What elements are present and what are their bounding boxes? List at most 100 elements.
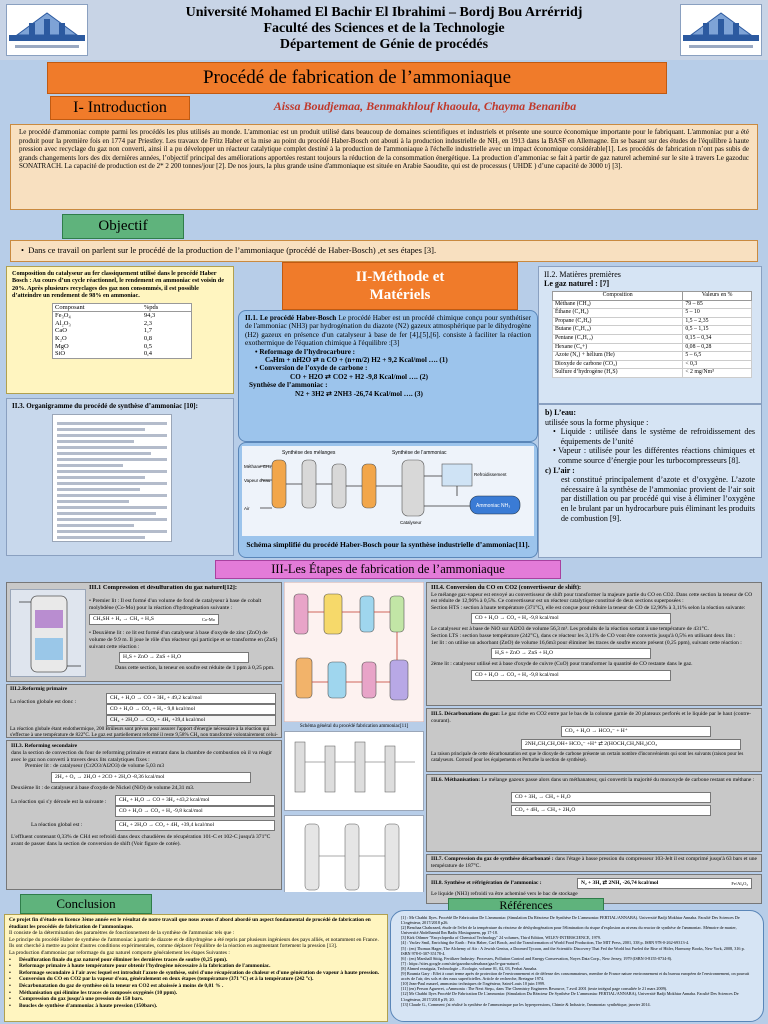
list-item: [12] Mr Chabbi Ilyes Procédé De Fabricat…: [401, 991, 739, 1002]
poster-title: Procédé de fabrication de l’ammoniaque: [202, 67, 512, 88]
desulfuration-figure: [10, 589, 86, 677]
conclusion-intro: Ce projet fin d'étude en licence 3ème an…: [9, 917, 371, 930]
list-item: [7] : https://sites.google.com/site/gazo…: [401, 960, 520, 966]
procede-heading: II.1. Le procédé Haber-Bosch: [245, 314, 337, 322]
iii3-side-label: La réaction qui s'y déroule est la suiva…: [11, 798, 107, 805]
intro-text: Le procédé d'ammoniac compte parmi les p…: [19, 128, 749, 171]
list-item: [10] Jean-Paul maurel, ammoniac techniqu…: [401, 981, 545, 987]
iii5-reaction-2: 2NH₂CH₂CH₂OH+ HCO₃⁻ +H⁺ ⇄ 2(HOCH₂CH₂NH₂)…: [521, 739, 741, 751]
reactor-icon: [323, 593, 343, 635]
table-row: Méthane (CH₄)79 – 85: [551, 299, 752, 310]
iii2-text: La réaction globale étant endothermique,…: [10, 725, 278, 738]
intro-heading: I- Introduction: [73, 99, 167, 116]
synthese-label: Synthèse de l’ammoniac :: [249, 381, 328, 390]
reactor-figure: [284, 815, 424, 892]
iii1-equation-b: H₂S + ZnO → ZnS + H₂O: [119, 652, 249, 664]
eau-heading: b) L’eau:: [545, 408, 577, 417]
iii2-global-label: La réaction globale est donc :: [10, 698, 77, 705]
iii1-heading: III.1 Compression et désulfuration du ga…: [89, 585, 237, 591]
reactor-icon: [331, 463, 347, 509]
reactor-icon: [327, 661, 347, 699]
haber-bosch-diagram-caption: Schéma simplifié du procédé Haber-Bosch …: [246, 540, 530, 549]
list-item: [5] : (en) Thomas Hager, The Alchemy of …: [401, 945, 745, 956]
faculty-name: Faculté des Sciences et de la Technologi…: [263, 21, 505, 36]
reformage-label: Reformage de l’hydrocarbure :: [259, 347, 356, 356]
poster-title-bar: Procédé de fabrication de l’ammoniaque: [47, 62, 667, 94]
diagram-label-synthese-melanges: Synthèse des mélanges: [282, 450, 336, 456]
iii3-reaction-3: CO + H₂O → CO₂ + H₂ -9,8 kcal/mol: [115, 805, 275, 817]
bullet-icon: •: [9, 989, 11, 996]
haber-bosch-process-diagram: Synthèse des mélanges Synthèse de l’ammo…: [242, 446, 534, 536]
conclusion-p3: Le principe du procédé Haber de synthèse…: [9, 936, 379, 950]
iii1-p2: • Deuxième lit : ce lit est formé d'un c…: [89, 629, 278, 650]
iii3-lit1: Premier lit : de catalyseur (Cr2O3/Al2O3…: [25, 763, 165, 770]
objectif-heading-box: Objectif: [62, 214, 184, 239]
intro-heading-box: I- Introduction: [50, 96, 190, 120]
general-process-diagram-caption: Schéma général du procédé fabrication am…: [299, 724, 409, 729]
conclusion-heading: Conclusion: [56, 896, 116, 911]
iii4-reaction-3: CO + H₂O → CO₂ + H₂ -9,8 kcal/mol: [471, 669, 671, 681]
reactor-icon: [359, 595, 375, 633]
reactor-icon: [301, 459, 317, 509]
iii5-text: Le gaz riche en CO2 entre par le bas de …: [431, 711, 751, 724]
iii3-reaction-2: CH₄ + H₂O → CO + 3H₂ +43,2 kcal/mol: [115, 794, 275, 806]
general-process-diagram: [284, 582, 424, 722]
list-item: •Liquide : utilisée dans le système de r…: [553, 427, 755, 446]
bullet-icon: •: [9, 976, 11, 983]
air-heading: c) L’air :: [545, 465, 575, 475]
process-flow-figure: [284, 731, 424, 811]
etapes-heading: III-Les Étapes de fabrication de l’ammon…: [271, 562, 505, 576]
faculty-emblem-icon: [683, 12, 759, 48]
iii3-box: III.3. Reforming secondaire dans la sect…: [6, 740, 282, 890]
reactor-icon: [295, 657, 313, 699]
synthesis-loop-icon: [304, 823, 400, 891]
haber-bosch-diagram-box: Synthèse des mélanges Synthèse de l’ammo…: [238, 442, 538, 558]
header-banner: Université Mohamed El Bachir El Ibrahimi…: [0, 0, 768, 60]
gas-col-valeurs: Valeurs en %: [682, 291, 752, 301]
iii2-reaction-3: CH₄ + 2H₂O → CO₂ + 4H₂ +39,4 kcal/mol: [106, 714, 276, 726]
reactor-icon: [361, 661, 377, 699]
list-item: [1] : Mr Chabbi Ilyes. Procédé De Fabric…: [401, 915, 740, 926]
iii4-lit2: 2ème lit : catalyseur utilisé est à base…: [431, 661, 693, 668]
iii6-text: Le mélange gazeux passe alors dans un mé…: [481, 777, 755, 783]
matieres-box: II.2. Matières premières Le gaz naturel …: [538, 266, 762, 404]
iii2-reaction-1: CH₄ + H₂O → CO + 3H₂ + 49,2 kcal/mol: [106, 692, 276, 704]
list-item: [8] Ahmed rezaiguia, Technologie – Ecolo…: [401, 965, 538, 971]
conclusion-p2: Il consiste de la détermination des para…: [9, 930, 235, 937]
university-name: Université Mohamed El Bachir El Ibrahimi…: [185, 5, 583, 20]
authors: Aissa Boudjemaa, Benmakhlouf khaoula, Ch…: [273, 99, 577, 113]
list-item: •Décarbonatation du gaz de synthèse où l…: [9, 982, 224, 989]
organigramme-flowchart: [52, 414, 172, 542]
iii5-reaction-1: CO₂ + H₂O → HCO₃⁻ + H⁺: [561, 726, 711, 738]
iii3-reaction-1: 2H₂ + O₂ → 2H₂O + 2CO + 2H₂O -8,36 kcal/…: [51, 772, 251, 784]
intro-box: Le procédé d'ammoniac compte parmi les p…: [10, 124, 758, 210]
cooler-icon: [441, 463, 473, 487]
references-box: [1] : Mr Chabbi Ilyes. Procédé De Fabric…: [390, 910, 764, 1022]
list-item: [4] : Vaclav Smil, Enriching the Earth :…: [401, 940, 690, 946]
equation-2: CO + H2O ⇄ CO2 + H2 -9,8 Kcal/mol …. (2): [290, 372, 428, 381]
iii3-global-label: La réaction global est :: [31, 821, 83, 828]
iii4-reaction-2: H₂S + ZnO → ZnS + H₂O: [491, 648, 651, 660]
university-emblem-icon: [9, 12, 85, 48]
university-logo-right: [680, 4, 762, 56]
list-item: •Boucles de synthèse d'ammoniac à haute …: [9, 1002, 158, 1009]
list-item: [9] Boumia Gary : Effet à court terme ap…: [401, 971, 750, 982]
department-name: Département de Génie de procédés: [279, 37, 489, 52]
organigramme-heading: II.3. Organigramme du procédé de synthès…: [12, 402, 198, 410]
iii4-text1: Le mélange gaz-vapeur est envoyé au conv…: [431, 591, 753, 605]
iii3-footer: L'effluent contenant 0,33% de CH4 est re…: [11, 833, 271, 847]
references-heading: Références: [499, 898, 553, 912]
objectif-bullet-icon: •: [21, 245, 29, 255]
list-item: [3] Kirk Othmer "Encyclopedia of Chemica…: [401, 935, 601, 941]
iii2-heading: III.2.Reformig primaire: [10, 686, 68, 692]
bullet-icon: •: [553, 427, 556, 437]
bullet-icon: •: [9, 956, 11, 963]
procede-text: Le procédé Haber est un procédé chimique…: [245, 314, 532, 348]
table-row: Sulfure d’hydrogène (H₂S)< 2 mg/Nm³: [551, 368, 752, 378]
catalyst-text: Composition du catalyseur au fer classiq…: [12, 270, 224, 300]
iii4-lit1: 1er lit : on utilise un adsorbant (ZnO) …: [431, 639, 742, 646]
table-row: Azote (N₂) + hélium (He)5 – 6,5: [551, 351, 752, 361]
